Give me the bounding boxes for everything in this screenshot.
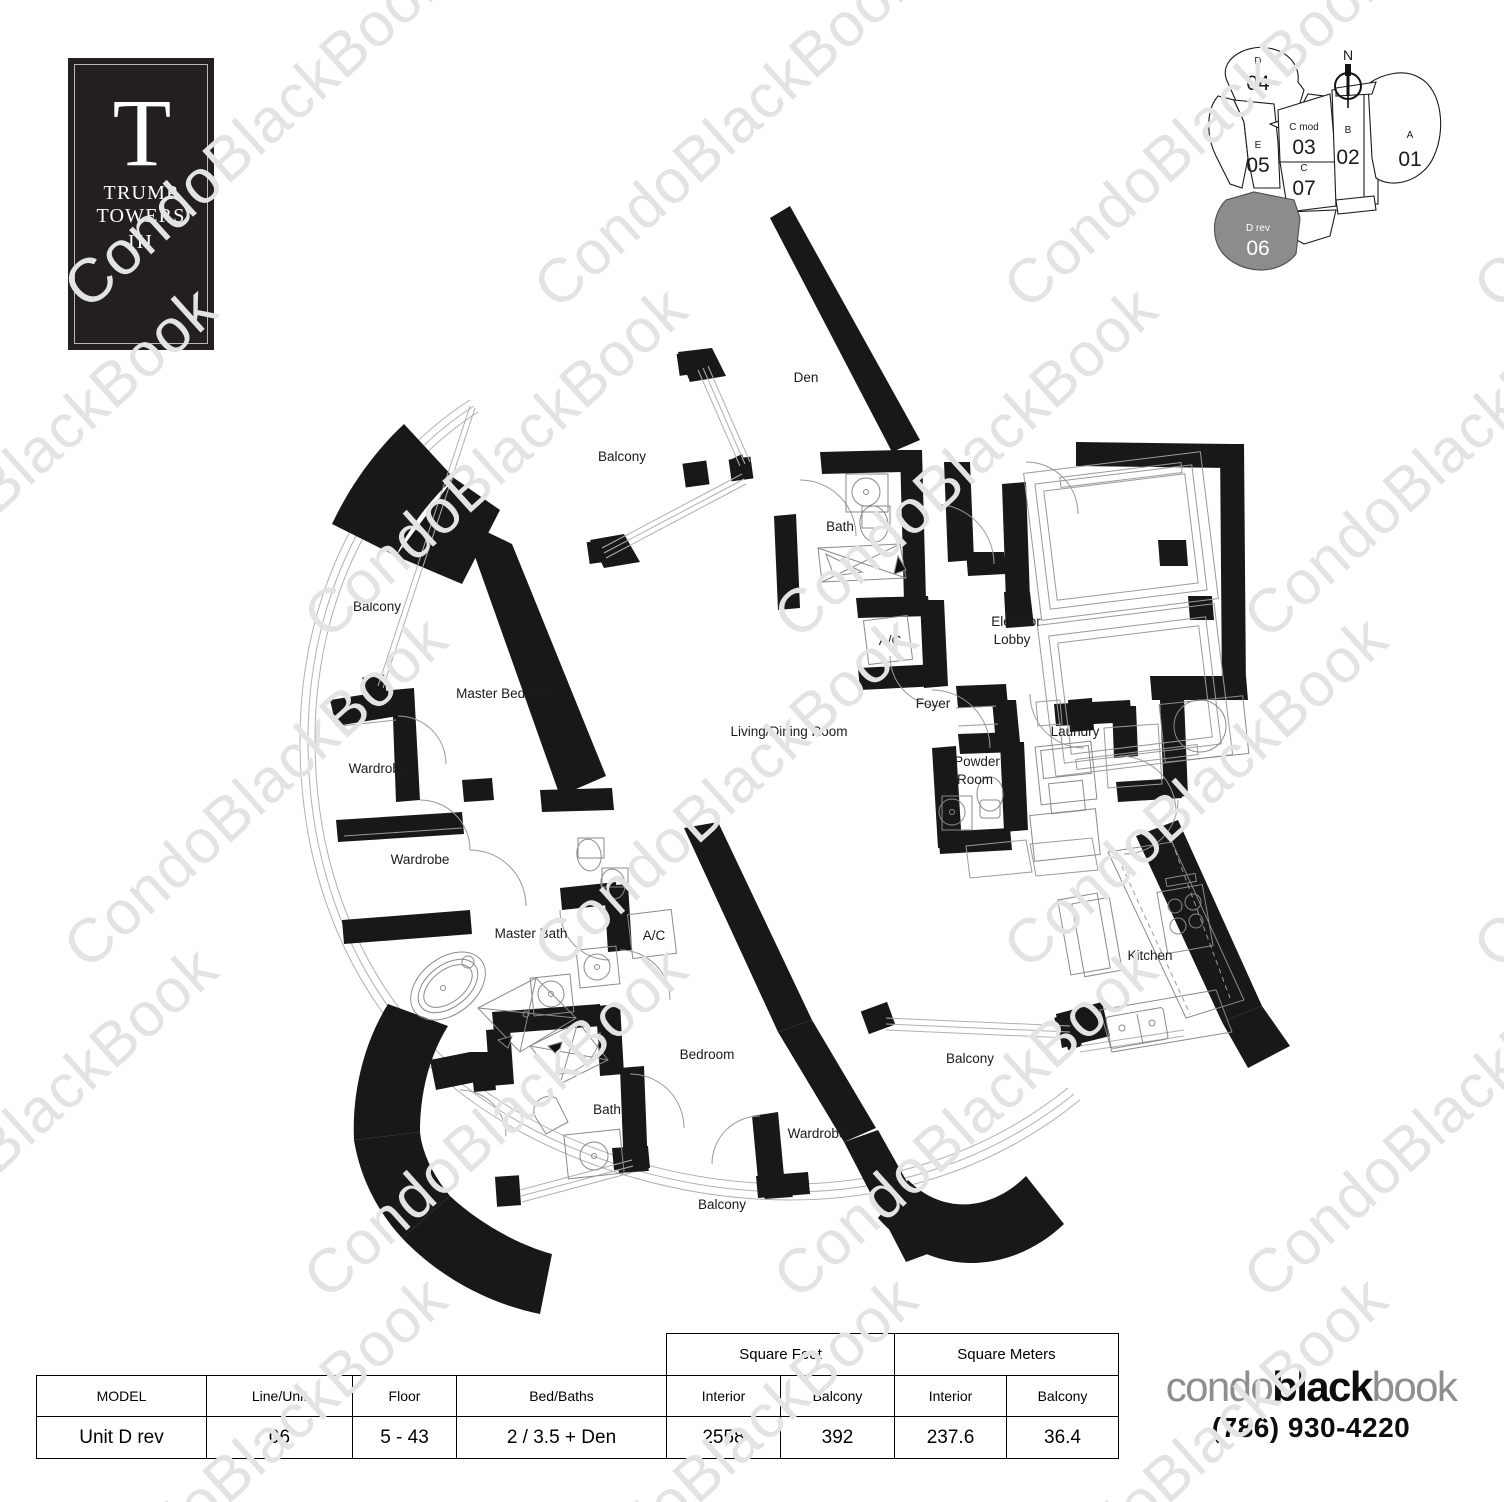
keyplate-number-01: 01	[1398, 148, 1421, 171]
keyplate-number-06: 06	[1246, 237, 1269, 260]
column-header-floor: Floor	[352, 1375, 457, 1417]
upper-bath-fixtures	[817, 473, 907, 583]
label-laundry: Laundry	[1051, 724, 1100, 739]
group-header-square-feet: Square Feet	[666, 1333, 895, 1376]
value-sf-interior: 2558	[666, 1416, 781, 1459]
logo-text-towers: TOWERS	[96, 205, 186, 228]
label-kitchen: Kitchen	[1127, 948, 1172, 963]
label-balcony-right: Balcony	[946, 1051, 994, 1066]
window-mullion-posts	[362, 350, 1092, 1207]
column-header-bed-baths: Bed/Baths	[456, 1375, 667, 1417]
keyplate-number-04: 04	[1246, 72, 1270, 95]
column-header-sf-interior: Interior	[666, 1375, 781, 1417]
brand-wordmark: condoblackbook	[1146, 1366, 1476, 1408]
keyplate-code-05: E	[1255, 140, 1262, 151]
keyplate-shape-01	[1367, 72, 1442, 184]
group-header-square-meters: Square Meters	[894, 1333, 1119, 1376]
label-wardrobe-2: Wardrobe	[391, 852, 450, 867]
spec-table-header-row: MODEL Line/Unit Floor Bed/Baths Interior…	[36, 1375, 1119, 1417]
label-balcony-bottom: Balcony	[698, 1197, 746, 1212]
keyplate-tab-top	[1335, 81, 1377, 97]
value-sm-balcony: 36.4	[1006, 1416, 1119, 1459]
label-elevator-lobby-line1: Elevator	[991, 614, 1041, 629]
spec-table-group-row: Square Feet Square Meters	[37, 1333, 1119, 1376]
label-balcony-top: Balcony	[598, 449, 646, 464]
column-header-sm-balcony: Balcony	[1006, 1375, 1119, 1417]
column-header-line-unit: Line/Unit	[206, 1375, 353, 1417]
logo-monogram-t: T	[112, 79, 172, 186]
door-swing-arcs	[397, 461, 1179, 1165]
label-master-bedroom: Master Bedroom	[456, 686, 556, 701]
brand-part-book: book	[1371, 1363, 1458, 1410]
keyplate-code-07: C	[1300, 163, 1307, 174]
label-powder-room-line2: Room	[957, 772, 993, 787]
column-header-sf-balcony: Balcony	[780, 1375, 895, 1417]
label-bath-lower: Bath	[593, 1102, 621, 1117]
label-wardrobe-3: Wardrobe	[788, 1126, 847, 1141]
brand-part-condo: condo	[1165, 1363, 1274, 1410]
label-master-bath: Master Bath	[495, 926, 568, 941]
ac-box-upper	[862, 614, 914, 666]
unit-spec-table: Square Feet Square Meters MODEL Line/Uni…	[36, 1333, 1119, 1459]
brand-phone-number[interactable]: (786) 930-4220	[1211, 1412, 1411, 1443]
label-ac-upper: A/C	[879, 633, 902, 648]
ac-box-lower	[626, 908, 678, 960]
room-labels: Den Balcony Balcony Master Bedroom Wardr…	[349, 370, 1173, 1212]
label-bedroom: Bedroom	[680, 1047, 735, 1062]
powder-room-fixtures	[938, 776, 1004, 831]
brand-part-black: black	[1272, 1363, 1373, 1410]
label-powder-room-line1: Powder	[954, 754, 1000, 769]
spec-table-data-row: Unit D rev 06 5 - 43 2 / 3.5 + Den 2558 …	[36, 1416, 1119, 1459]
key-plate-site-map: D 04 E 05 C mod 03 C 07 B 02 A 01 D rev …	[1196, 38, 1468, 288]
keyplate-number-02: 02	[1336, 146, 1359, 169]
keyplate-number-05: 05	[1246, 154, 1269, 177]
master-bath-fixtures	[410, 837, 629, 1085]
ac-closet-boxes	[626, 614, 914, 960]
keyplate-tab-bottom	[1335, 195, 1377, 215]
north-label: N	[1343, 47, 1353, 63]
value-sm-interior: 237.6	[894, 1416, 1007, 1459]
keyplate-code-02: B	[1345, 125, 1352, 136]
keyplate-code-03: C mod	[1289, 122, 1318, 133]
label-den: Den	[794, 370, 819, 385]
keyplate-code-01: A	[1407, 130, 1414, 141]
label-bath-upper: Bath	[826, 519, 854, 534]
keyplate-code-04: D	[1254, 56, 1261, 67]
label-wardrobe-1: Wardrobe	[349, 761, 408, 776]
lower-bath-fixtures	[533, 1096, 625, 1180]
kitchen-fixtures	[1057, 841, 1245, 1053]
logo-inner-frame: T TRUMP TOWERS III	[74, 64, 208, 344]
trump-towers-logo: T TRUMP TOWERS III	[68, 58, 214, 350]
keyplate-number-03: 03	[1292, 136, 1315, 159]
north-arrow-icon: N	[1334, 47, 1362, 108]
logo-text-three: III	[128, 231, 154, 254]
column-header-model: MODEL	[36, 1375, 207, 1417]
value-line-unit: 06	[206, 1416, 353, 1459]
sliding-glass-doors	[377, 365, 1185, 1203]
value-model: Unit D rev	[36, 1416, 207, 1459]
keyplate-number-07: 07	[1292, 177, 1315, 200]
label-elevator-lobby-line2: Lobby	[994, 632, 1031, 647]
label-ac-lower: A/C	[643, 928, 666, 943]
value-floor: 5 - 43	[352, 1416, 457, 1459]
value-sf-balcony: 392	[780, 1416, 895, 1459]
keyplate-shape-05	[1233, 99, 1281, 189]
label-foyer: Foyer	[916, 696, 951, 711]
value-bed-baths: 2 / 3.5 + Den	[456, 1416, 667, 1459]
label-balcony-left: Balcony	[353, 599, 401, 614]
laundry-fixtures	[1029, 695, 1250, 862]
keyplate-code-06: D rev	[1246, 223, 1270, 234]
condoblackbook-brand: condoblackbook (786) 930-4220	[1146, 1366, 1476, 1444]
label-living-dining: Living/Dining Room	[730, 724, 847, 739]
keyplate-shape-06-highlighted	[1213, 191, 1301, 271]
column-header-sm-interior: Interior	[894, 1375, 1007, 1417]
cabinetry-lines	[339, 699, 1163, 879]
logo-text-trump: TRUMP	[103, 182, 179, 205]
structural-walls	[330, 206, 1290, 1314]
